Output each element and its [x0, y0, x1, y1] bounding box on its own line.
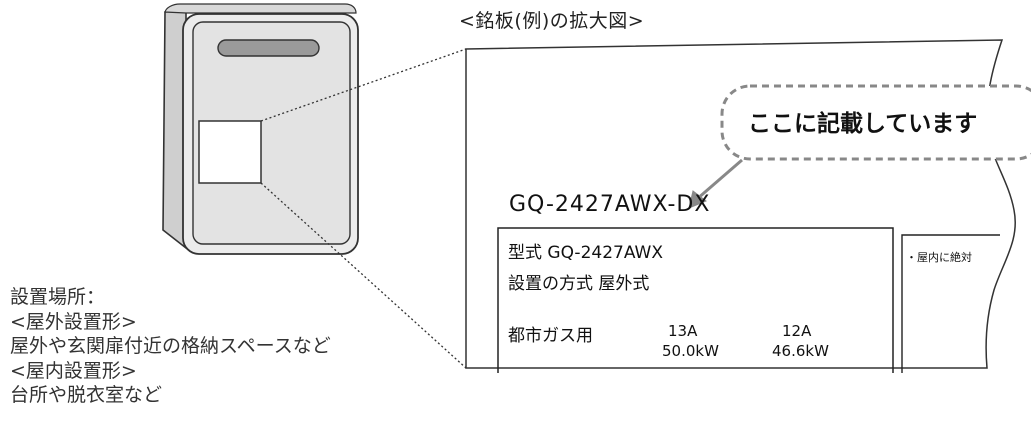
location-indoor-examples: 台所や脱衣室など — [10, 384, 163, 406]
side-box — [901, 234, 1000, 373]
unit-vent-slot — [217, 39, 320, 57]
location-heading: 設置場所： — [10, 286, 106, 308]
plate-gas-label: 都市ガス用 — [508, 326, 593, 346]
location-indoor-type: <屋内設置形> — [10, 359, 137, 382]
plate-side-note: ・屋内に絶対 — [906, 251, 972, 264]
plate-gas-b-output: 46.6kW — [772, 342, 829, 360]
zoom-leader-top — [260, 48, 467, 122]
model-number: GQ-2427AWX-DX — [509, 192, 711, 217]
callout-text: ここに記載しています — [748, 111, 978, 137]
plate-gas-a-name: 13A — [668, 322, 698, 340]
installation-location: 設置場所： <屋外設置形> 屋外や玄関扉付近の格納スペースなど <屋内設置形> … — [10, 285, 331, 408]
unit-top-face — [164, 3, 357, 14]
zoom-leader-bottom — [260, 182, 467, 369]
plate-type-line: 型式 GQ-2427AWX — [508, 243, 663, 263]
location-outdoor-type: <屋外設置形> — [10, 310, 137, 333]
plate-gas-b-name: 12A — [782, 322, 812, 340]
nameplate-location-box — [198, 120, 262, 184]
unit-front-panel — [192, 21, 351, 245]
callout-bubble — [720, 84, 1031, 161]
spec-box — [497, 227, 894, 373]
location-outdoor-examples: 屋外や玄関扉付近の格納スペースなど — [10, 335, 331, 357]
plate-gas-a-output: 50.0kW — [662, 342, 719, 360]
water-heater-unit — [162, 3, 359, 255]
callout-arrowhead — [688, 190, 707, 209]
plate-install-method: 設置の方式 屋外式 — [508, 274, 650, 294]
enlarged-view-caption: <銘板(例)の拡大図> — [459, 10, 645, 32]
callout-pointer — [696, 158, 743, 201]
